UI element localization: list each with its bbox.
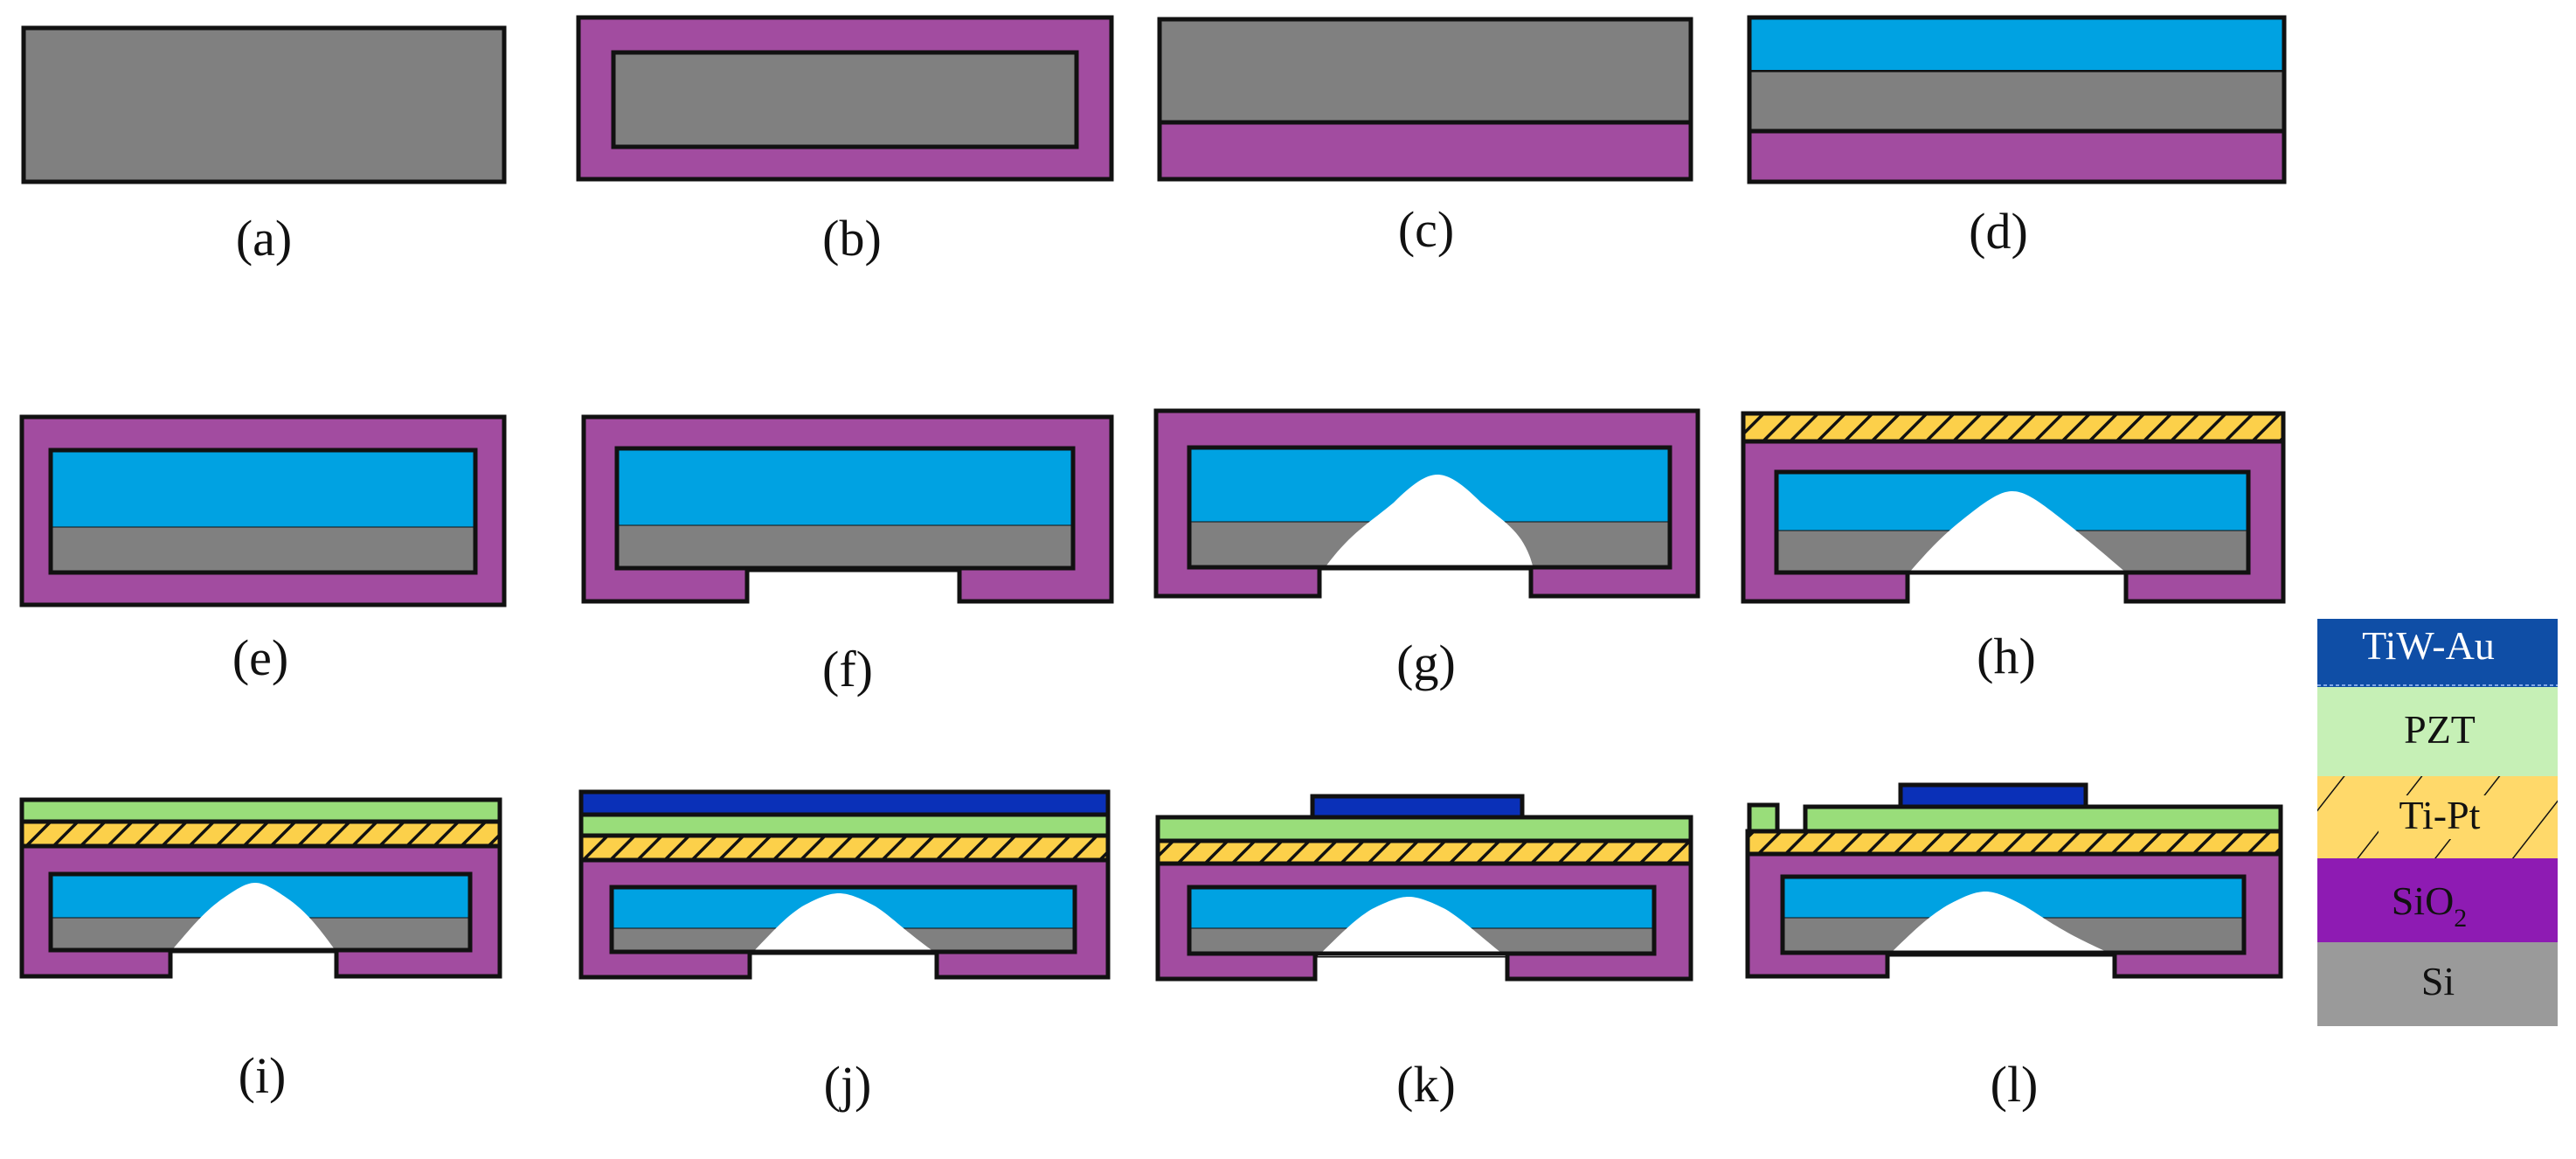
tipt-layer xyxy=(578,833,1111,863)
panel-label-d: (d) xyxy=(1969,203,2028,260)
inner-outline xyxy=(1780,874,2247,955)
step-l-via-opening xyxy=(1745,782,2283,979)
si-layer xyxy=(1747,67,2287,134)
si-wafer xyxy=(611,50,1079,149)
pzt-layer xyxy=(19,797,502,824)
step-c-bottom-oxide xyxy=(1157,17,1693,182)
panel-label-e: (e) xyxy=(232,629,288,686)
panel-label-i: (i) xyxy=(239,1047,287,1104)
inner-outline xyxy=(1187,445,1672,570)
step-i-pzt xyxy=(19,797,502,979)
panel-label-l: (l) xyxy=(1991,1056,2039,1113)
etch-pit xyxy=(751,893,937,954)
step-k-pattern-electrode xyxy=(1155,794,1693,982)
etch-pit xyxy=(1909,491,2126,573)
legend-swatch-si xyxy=(2317,942,2558,1026)
step-e-encapsulated xyxy=(19,414,507,607)
step-b-oxidized-wafer xyxy=(576,15,1114,182)
si-layer xyxy=(616,524,1074,569)
inner-outline xyxy=(614,446,1076,571)
tipt-layer xyxy=(1745,829,2283,857)
legend-label-sio2-sub: 2 xyxy=(2454,904,2467,933)
legend-swatch-sio2 xyxy=(2317,858,2558,942)
step-d-cavity-layer xyxy=(1747,15,2287,184)
step-a-si-wafer xyxy=(21,25,507,184)
etch-pit xyxy=(1889,892,2113,954)
legend-label-tipt: Ti-Pt xyxy=(2399,793,2481,837)
pzt-layer xyxy=(1803,804,2283,834)
cavity-layer xyxy=(1749,17,2284,70)
legend-label-sio2: SiO2 xyxy=(2392,878,2468,933)
etch-pit xyxy=(1324,475,1534,569)
si-wafer xyxy=(1157,17,1693,125)
panel-label-a: (a) xyxy=(236,210,292,267)
legend-label-sio2-base: SiO xyxy=(2392,878,2455,923)
stack-outline xyxy=(1747,15,2287,184)
panel-label-c: (c) xyxy=(1398,201,1454,258)
si-layer xyxy=(50,526,476,573)
tiwau-electrode xyxy=(1310,794,1525,820)
step-f-backside-window xyxy=(581,414,1114,604)
legend-label-si: Si xyxy=(2421,959,2455,1003)
tipt-layer xyxy=(1741,411,2286,444)
pzt-layer xyxy=(578,812,1111,838)
inner-outline xyxy=(609,885,1077,954)
pzt-contact-pad xyxy=(1747,802,1780,834)
panel-label-b: (b) xyxy=(822,210,882,267)
step-j-tiwau xyxy=(578,789,1111,980)
legend-label-pzt: PZT xyxy=(2404,707,2476,752)
step-g-etch xyxy=(1153,408,1700,599)
tiwau-layer xyxy=(578,789,1111,817)
legend-label-bg-tipt xyxy=(2379,795,2501,839)
inner-outline xyxy=(48,448,478,575)
tipt-layer xyxy=(1155,838,1693,866)
inner-outline xyxy=(1187,885,1657,956)
panel-label-g: (g) xyxy=(1396,635,1456,691)
legend-swatch-pzt xyxy=(2317,687,2558,776)
inner-outline xyxy=(1774,469,2251,575)
cavity-layer xyxy=(617,448,1073,525)
sio2-layer xyxy=(1747,128,2287,184)
panel-label-f: (f) xyxy=(822,641,873,697)
cavity-layer xyxy=(51,450,475,527)
pzt-layer xyxy=(1155,815,1693,843)
panel-labels: (a) (b) (c) (d) (e) (f) (g) (h) (i) (j) … xyxy=(232,201,2039,1113)
inner-outline xyxy=(48,871,473,953)
legend: TiW-Au PZT Ti-Pt SiO2 Si xyxy=(2317,619,2558,1026)
tiwau-electrode xyxy=(1898,782,2088,809)
si-wafer xyxy=(21,25,507,184)
panel-label-k: (k) xyxy=(1396,1056,1456,1113)
etch-pit xyxy=(1318,897,1506,956)
legend-label-tiwau: TiW-Au xyxy=(2362,623,2495,668)
legend-swatch-tiwau xyxy=(2317,619,2558,687)
etch-pit xyxy=(170,883,336,952)
panel-label-j: (j) xyxy=(824,1056,872,1113)
panel-label-h: (h) xyxy=(1977,628,2036,684)
sio2-layer xyxy=(1157,120,1693,182)
step-h-tipt xyxy=(1741,411,2286,604)
tipt-layer xyxy=(19,819,502,849)
